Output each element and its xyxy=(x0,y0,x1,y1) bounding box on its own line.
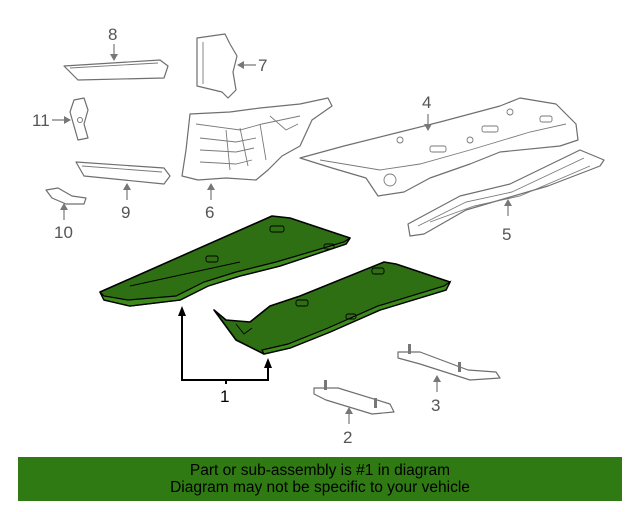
part-3-bracket: 3 xyxy=(397,344,501,415)
part-4-crossmember: 4 xyxy=(299,93,579,197)
callout-10: 10 xyxy=(54,223,73,242)
part-10-clip: 10 xyxy=(45,187,87,242)
part-11-bracket: 11 xyxy=(32,97,89,141)
banner-line-1: Part or sub-assembly is #1 in diagram xyxy=(189,462,451,479)
callout-6: 6 xyxy=(205,203,214,222)
callout-9: 9 xyxy=(121,203,130,222)
part-1-right-floor-pan xyxy=(213,261,452,355)
info-banner: Part or sub-assembly is #1 in diagram Di… xyxy=(18,457,622,501)
part-2-bracket: 2 xyxy=(313,380,395,447)
callout-1: 1 xyxy=(220,387,229,406)
callout-11: 11 xyxy=(32,111,50,130)
part-6-rail-assembly: 6 xyxy=(181,97,333,222)
parts-diagram: 8 7 11 6 9 10 xyxy=(32,25,605,447)
callout-3: 3 xyxy=(431,396,440,415)
callout-5: 5 xyxy=(502,225,511,244)
part-1-left-floor-pan xyxy=(99,215,351,307)
part-5-side-rail: 5 xyxy=(407,149,605,244)
part-7-panel: 7 xyxy=(196,33,267,99)
part-9-strip: 9 xyxy=(75,161,171,222)
callout-2: 2 xyxy=(343,428,352,447)
callout-4: 4 xyxy=(422,93,431,112)
callout-8: 8 xyxy=(108,25,117,44)
callout-7: 7 xyxy=(258,56,267,75)
banner-line-2: Diagram may not be specific to your vehi… xyxy=(170,479,470,496)
part-8-bracket: 8 xyxy=(63,25,169,81)
callout-1-leader: 1 xyxy=(178,306,272,406)
